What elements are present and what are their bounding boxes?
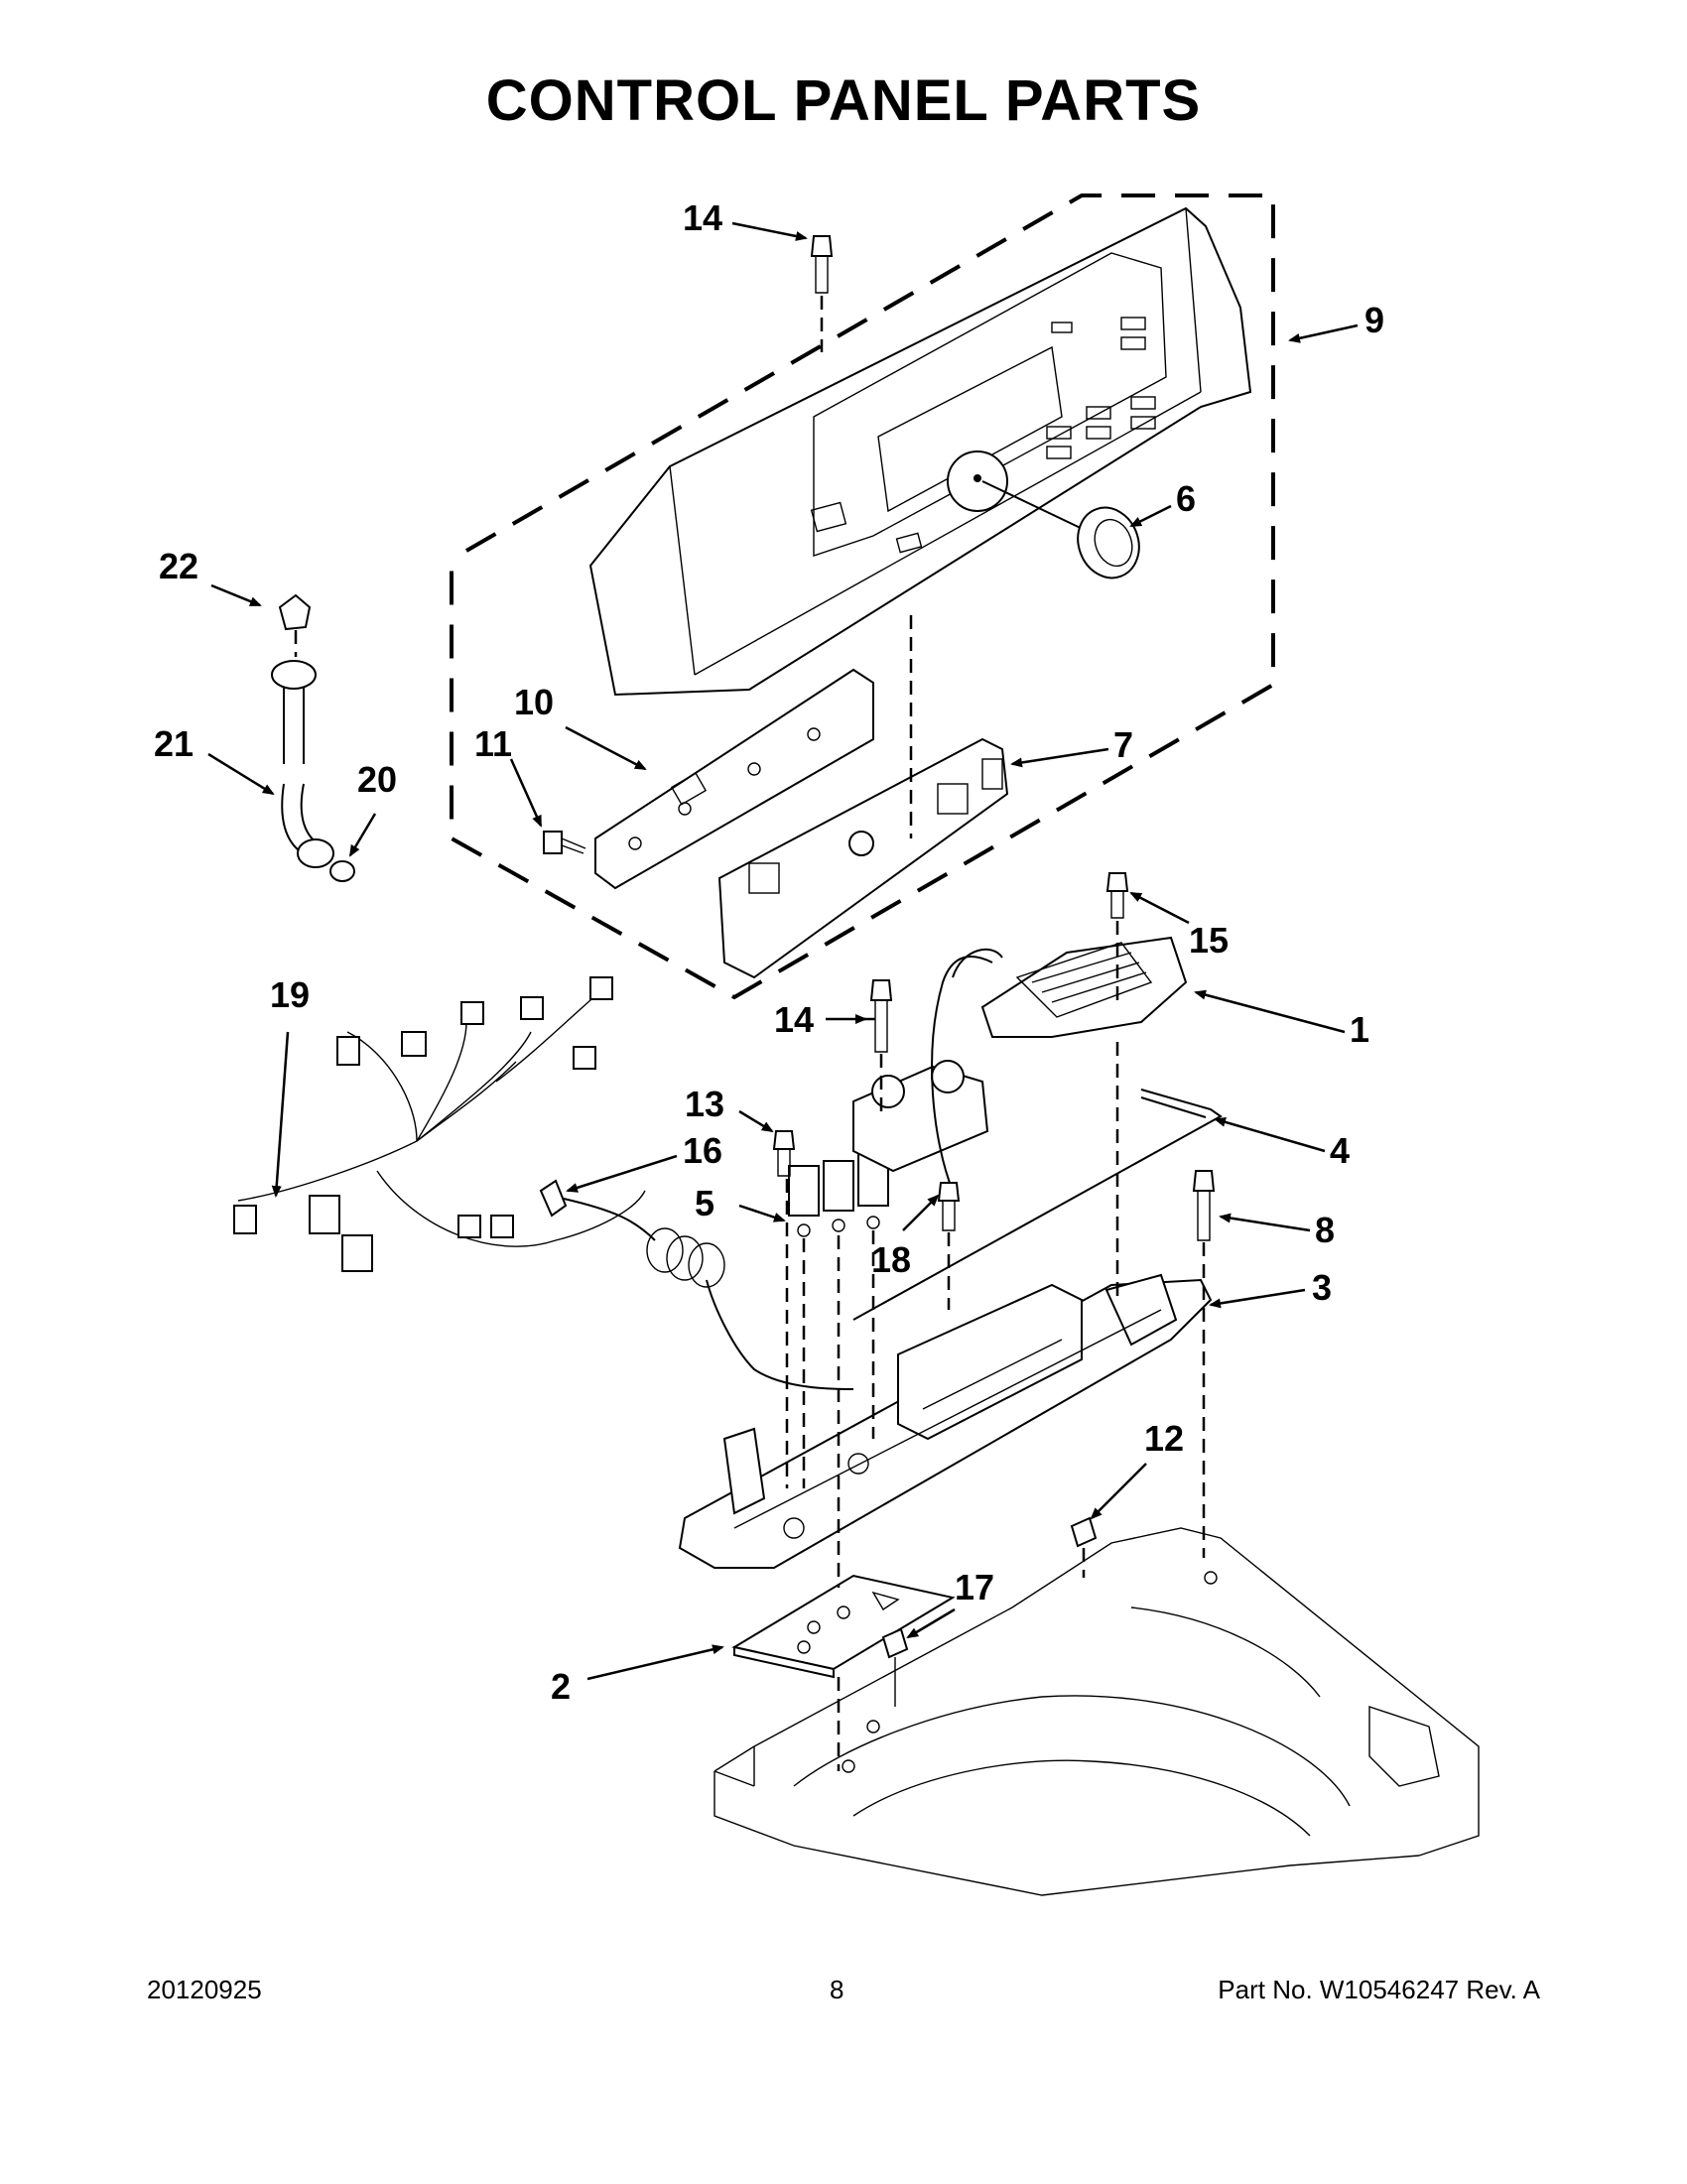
screw-part-11 — [543, 831, 586, 854]
water-valve-part — [788, 1060, 989, 1237]
footer-page-number: 8 — [830, 1975, 844, 2004]
callout-16: 16 — [683, 1130, 722, 1171]
footer-date: 20120925 — [147, 1975, 262, 2004]
knob-part — [981, 480, 1140, 579]
callout-8: 8 — [1315, 1210, 1335, 1250]
callout-15: 15 — [1189, 920, 1229, 961]
footer-part-number: Part No. W10546247 Rev. A — [1218, 1975, 1540, 2004]
callout-7: 7 — [1113, 724, 1133, 765]
console-buttons — [1046, 317, 1156, 459]
callout-17: 17 — [955, 1567, 994, 1607]
callout-13: 13 — [685, 1084, 724, 1124]
page-title: CONTROL PANEL PARTS — [485, 68, 1202, 133]
hose-assembly-parts — [271, 593, 355, 882]
rod-part — [852, 1089, 1223, 1321]
console-part — [588, 206, 1252, 697]
callout-1: 1 — [1350, 1009, 1369, 1050]
callout-12: 12 — [1144, 1418, 1184, 1459]
alignment-guides — [294, 296, 1206, 1771]
callout-4: 4 — [1330, 1130, 1350, 1171]
callout-9: 9 — [1364, 300, 1384, 340]
callout-21: 21 — [154, 723, 194, 764]
electronic-control-part — [717, 737, 1009, 979]
callout-labels: 14 9 6 22 10 11 7 21 20 15 19 14 1 13 4 … — [154, 197, 1384, 1707]
callout-5: 5 — [695, 1183, 714, 1223]
callout-14-middle: 14 — [774, 999, 814, 1040]
wire-harness-part — [233, 976, 646, 1272]
callout-11: 11 — [474, 723, 512, 764]
clip-parts — [881, 1516, 1098, 1707]
callout-20: 20 — [357, 759, 397, 800]
leader-lines — [207, 221, 1359, 1681]
screws — [772, 235, 1216, 1241]
callout-3: 3 — [1312, 1267, 1332, 1308]
callout-10: 10 — [514, 682, 554, 722]
console-assembly-boundary — [450, 193, 1275, 1000]
callout-2: 2 — [551, 1666, 571, 1707]
machine-control-part — [931, 936, 1188, 1192]
callout-6: 6 — [1176, 478, 1196, 519]
bracket-plate-part — [731, 1574, 956, 1679]
callout-14-top: 14 — [683, 197, 722, 238]
power-cord-part — [539, 1179, 854, 1390]
interface-board-part — [594, 668, 874, 890]
callout-18: 18 — [871, 1239, 911, 1280]
callout-22: 22 — [159, 546, 198, 586]
cabinet-top — [714, 1527, 1480, 1896]
callout-19: 19 — [270, 974, 310, 1015]
console-base-part — [678, 1273, 1213, 1569]
